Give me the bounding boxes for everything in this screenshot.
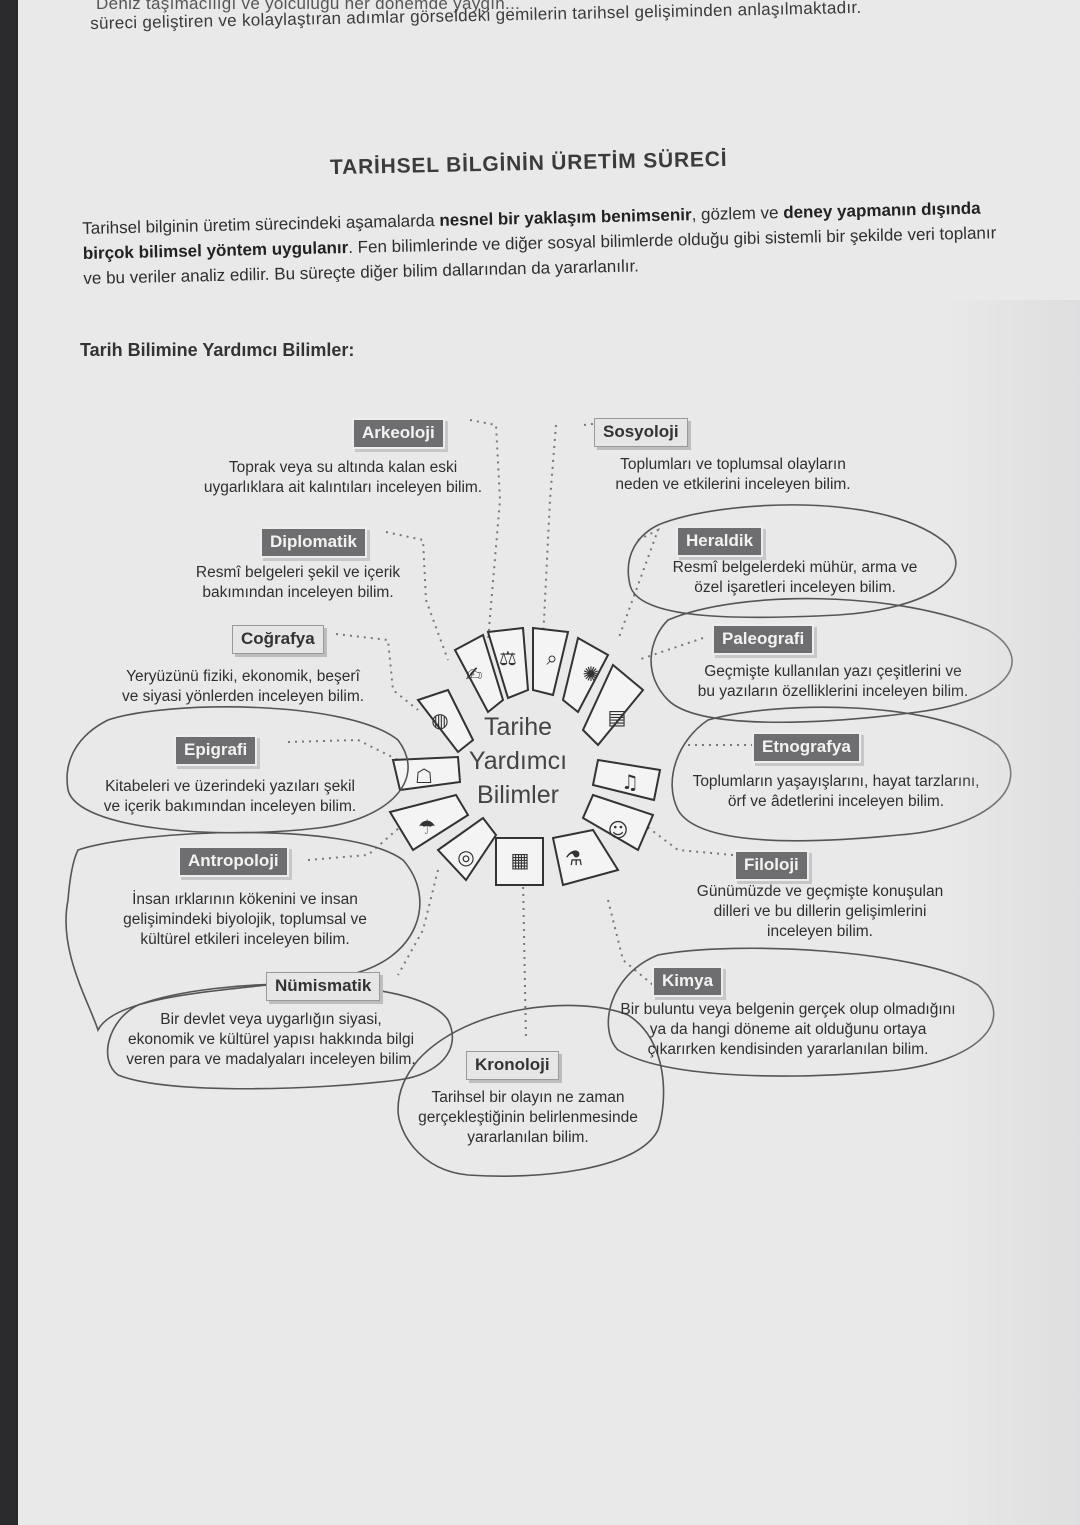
desc-filoloji: Günümüzde ve geçmişte konuşulan dilleri … bbox=[690, 882, 950, 942]
hub-line-2: Yardımcı bbox=[468, 747, 568, 775]
hub-title: Tarihe Yardımcı Bilimler bbox=[458, 710, 578, 812]
document-icon: ✍ bbox=[465, 662, 483, 686]
desc-epigrafi: Kitabeleri ve üzerindeki yazıları şekil … bbox=[80, 777, 380, 817]
tag-arkeoloji: Arkeoloji bbox=[352, 418, 445, 449]
desc-arkeoloji-2: uygarlıklara ait kalıntıları inceleyen b… bbox=[203, 479, 483, 496]
desc-kimya: Bir buluntu veya belgenin gerçek olup ol… bbox=[598, 1000, 978, 1060]
desc-kimya-1: Bir buluntu veya belgenin gerçek olup ol… bbox=[620, 1001, 956, 1018]
dancers-icon: ♫ bbox=[621, 770, 639, 794]
coins-icon: ◎ bbox=[457, 845, 475, 869]
desc-paleografi: Geçmişte kullanılan yazı çeşitlerini ve … bbox=[668, 662, 998, 702]
hub-line-3: Bilimler bbox=[477, 781, 559, 809]
globe-icon: ◍ bbox=[431, 708, 449, 732]
header-line-1: Deniz taşımacılığı ve yolculuğu her döne… bbox=[96, 0, 521, 13]
desc-kimya-3: çıkarırken kendisinden yararlanılan bili… bbox=[647, 1041, 929, 1058]
desc-antropoloji-1: İnsan ırklarının kökenini ve insan bbox=[132, 891, 358, 908]
tag-sosyoloji: Sosyoloji bbox=[594, 418, 688, 447]
desc-epigrafi-2: ve içerik bakımından inceleyen bilim. bbox=[103, 798, 357, 815]
desc-antropoloji-2: gelişimindeki biyolojik, toplumsal ve bbox=[123, 911, 367, 928]
desc-etnografya-2: örf ve âdetlerini inceleyen bilim. bbox=[727, 793, 945, 810]
worksheet-page: Deniz taşımacılığı ve yolculuğu her döne… bbox=[18, 0, 1080, 1525]
tag-diplomatik: Diplomatik bbox=[260, 527, 367, 558]
tag-heraldik: Heraldik bbox=[676, 526, 764, 557]
calendar-icon: ▦ bbox=[510, 848, 530, 872]
desc-heraldik-2: özel işaretleri inceleyen bilim. bbox=[694, 579, 896, 596]
desc-numismatik-2: ekonomik ve kültürel yapısı hakkında bil… bbox=[127, 1031, 415, 1048]
desc-kronoloji: Tarihsel bir olayın ne zaman gerçekleşti… bbox=[398, 1088, 658, 1148]
desc-sosyoloji: Toplumları ve toplumsal olayların neden … bbox=[588, 455, 878, 495]
desc-paleografi-1: Geçmişte kullanılan yazı çeşitlerini ve bbox=[704, 663, 962, 680]
desc-cografya: Yeryüzünü fiziki, ekonomik, beşerî ve si… bbox=[98, 667, 388, 707]
tag-cografya: Coğrafya bbox=[232, 625, 324, 654]
tag-epigrafi: Epigrafi bbox=[174, 735, 258, 766]
connector-lines bbox=[287, 419, 753, 1041]
explorer-icon: ☂ bbox=[418, 815, 436, 839]
tag-kronoloji: Kronoloji bbox=[466, 1051, 559, 1080]
desc-arkeoloji-1: Toprak veya su altında kalan eski bbox=[228, 459, 458, 476]
hub-line-1: Tarihe bbox=[483, 713, 553, 741]
tag-antropoloji: Antropoloji bbox=[178, 846, 289, 877]
desc-kimya-2: ya da hangi döneme ait olduğunu ortaya bbox=[649, 1021, 927, 1038]
desc-antropoloji: İnsan ırklarının kökenini ve insan geliş… bbox=[100, 890, 390, 950]
speaking-head-icon: ☺ bbox=[607, 818, 629, 842]
desc-diplomatik-2: bakımından inceleyen bilim. bbox=[202, 584, 394, 601]
magnifier-icon: ⌕ bbox=[546, 646, 558, 670]
desc-arkeoloji: Toprak veya su altında kalan eski uygarl… bbox=[178, 458, 508, 498]
section-heading: Tarih Bilimine Yardımcı Bilimler: bbox=[80, 340, 355, 360]
desc-cografya-1: Yeryüzünü fiziki, ekonomik, beşerî bbox=[126, 668, 360, 685]
desc-antropoloji-3: kültürel etkileri inceleyen bilim. bbox=[140, 931, 350, 948]
tag-paleografi: Paleografi bbox=[712, 624, 815, 655]
desc-etnografya-1: Toplumların yaşayışlarını, hayat tarzlar… bbox=[692, 773, 980, 790]
diagram-graphics bbox=[65, 419, 1013, 1177]
desc-sosyoloji-2: neden ve etkilerini inceleyen bilim. bbox=[615, 476, 851, 493]
desc-numismatik-1: Bir devlet veya uygarlığın siyasi, bbox=[160, 1011, 382, 1028]
desc-epigrafi-1: Kitabeleri ve üzerindeki yazıları şekil bbox=[105, 778, 355, 795]
desc-numismatik-3: veren para ve madalyaları inceleyen bili… bbox=[126, 1051, 416, 1068]
letters-icon: ▤ bbox=[607, 705, 627, 729]
tag-filoloji: Filoloji bbox=[734, 850, 809, 881]
tag-numismatik: Nümismatik bbox=[266, 972, 381, 1001]
tag-etnografya: Etnografya bbox=[752, 732, 861, 763]
desc-heraldik-1: Resmî belgelerdeki mühür, arma ve bbox=[672, 559, 918, 576]
desc-sosyoloji-1: Toplumları ve toplumsal olayların bbox=[620, 456, 846, 473]
desc-filoloji-2: dilleri ve bu dillerin gelişimlerini bbox=[713, 903, 927, 920]
desc-paleografi-2: bu yazıların özelliklerini inceleyen bil… bbox=[697, 683, 969, 700]
page-shadow bbox=[940, 300, 1080, 1525]
desc-heraldik: Resmî belgelerdeki mühür, arma ve özel i… bbox=[650, 558, 940, 598]
desc-diplomatik-1: Resmî belgeleri şekil ve içerik bbox=[195, 564, 401, 581]
desc-filoloji-1: Günümüzde ve geçmişte konuşulan bbox=[696, 883, 944, 900]
chest-icon: ⚖ bbox=[499, 646, 517, 670]
hub-wedges bbox=[388, 626, 662, 887]
lab-icon: ⚗ bbox=[565, 846, 583, 870]
tag-kimya: Kimya bbox=[652, 966, 724, 997]
desc-etnografya: Toplumların yaşayışlarını, hayat tarzlar… bbox=[676, 772, 996, 812]
desc-cografya-2: ve siyasi yönlerden inceleyen bilim. bbox=[121, 688, 365, 705]
desc-kronoloji-3: yararlanılan bilim. bbox=[467, 1129, 589, 1146]
desc-diplomatik: Resmî belgeleri şekil ve içerik bakımınd… bbox=[168, 563, 428, 603]
desc-kronoloji-2: gerçekleştiğinin belirlenmesinde bbox=[418, 1109, 638, 1126]
desc-numismatik: Bir devlet veya uygarlığın siyasi, ekono… bbox=[106, 1010, 436, 1070]
desc-kronoloji-1: Tarihsel bir olayın ne zaman bbox=[431, 1089, 625, 1106]
desc-filoloji-3: inceleyen bilim. bbox=[767, 923, 873, 940]
seal-icon: ✺ bbox=[582, 662, 600, 686]
tablet-icon: ☖ bbox=[415, 764, 433, 788]
